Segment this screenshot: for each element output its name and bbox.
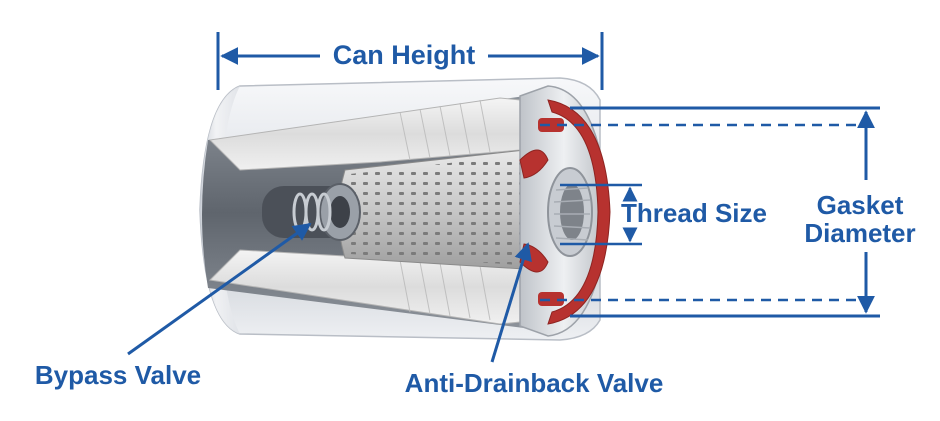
thread-size-label: Thread Size xyxy=(621,198,767,228)
bypass-valve-label: Bypass Valve xyxy=(35,360,201,390)
annotations xyxy=(127,32,880,363)
can-height-label: Can Height xyxy=(333,40,476,70)
gasket-label-line2: Diameter xyxy=(804,218,915,248)
bypass-valve-assembly xyxy=(262,183,361,241)
anti-drainback-valve-label: Anti-Drainback Valve xyxy=(405,368,664,398)
bypass-valve-leader xyxy=(127,222,312,356)
gasket xyxy=(538,99,611,325)
gasket-label-line1: Gasket xyxy=(817,190,904,220)
anti-drainback-leader xyxy=(490,242,532,363)
filter-body xyxy=(199,77,611,341)
